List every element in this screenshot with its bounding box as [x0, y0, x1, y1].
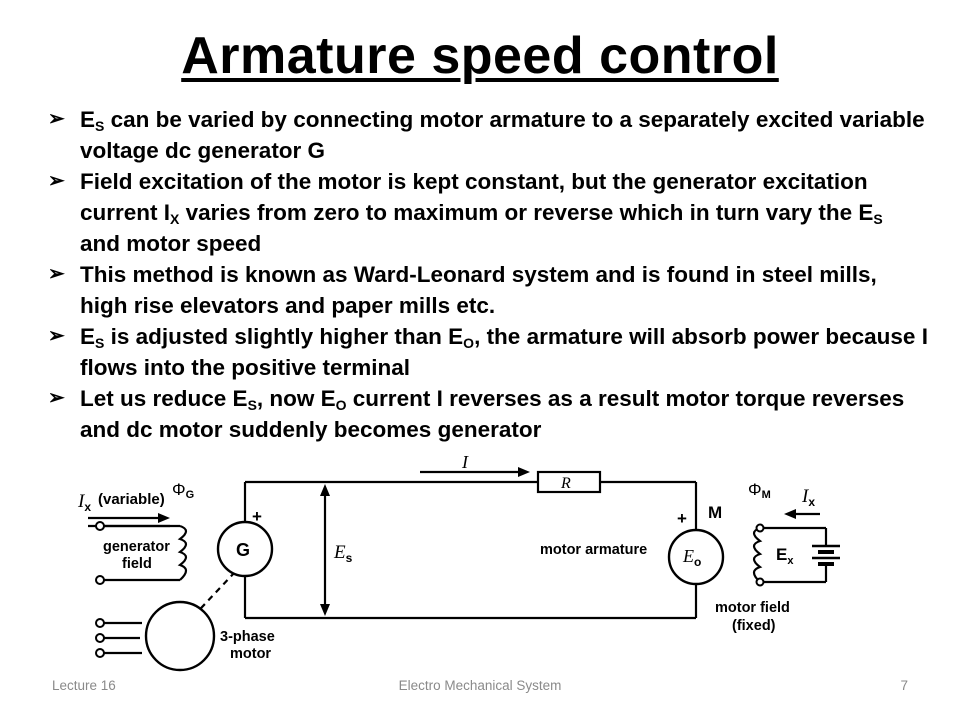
- bullet-subscript: S: [95, 335, 105, 351]
- motor-field-label: motor field: [715, 600, 790, 616]
- arrow-bullet-icon: ➢: [48, 170, 65, 192]
- bullet-text: This method is known as Ward-Leonard sys…: [80, 262, 877, 318]
- three-phase-motor-circle: [144, 600, 216, 672]
- footer-lecture: Lecture 16: [52, 678, 116, 693]
- eo-label: Eo: [682, 546, 701, 569]
- ex-label: Ex: [776, 545, 794, 567]
- motor-field-label-2: (fixed): [732, 618, 776, 634]
- terminal: [95, 648, 105, 658]
- bullet-item: ➢ Field excitation of the motor is kept c…: [48, 166, 928, 259]
- ix-label: Ix: [77, 491, 91, 514]
- arrow-bullet-icon: ➢: [48, 108, 65, 130]
- arrow-bullet-icon: ➢: [48, 263, 65, 285]
- ward-leonard-circuit-diagram: Ix (variable) ΦG generator field + G Es …: [77, 452, 840, 672]
- footer-course-title: Electro Mechanical System: [398, 678, 562, 693]
- bullet-subscript: S: [873, 211, 883, 227]
- bullet-text: E: [80, 107, 96, 132]
- bullet-text: current I reverses as a result motor tor…: [80, 386, 905, 442]
- bullet-item: ➢ ES can be varied by connecting motor ar…: [48, 104, 928, 166]
- bullet-text: Field excitation of the motor is kept co…: [80, 169, 868, 225]
- variable-label: (variable): [98, 491, 165, 508]
- bullet-item: ➢ Let us reduce ES, now EO current I reve…: [48, 383, 928, 445]
- motor-field-coil: [752, 526, 763, 583]
- bullet-subscript: O: [463, 335, 475, 351]
- m-label: M: [708, 503, 722, 522]
- resistor-label: R: [560, 475, 571, 492]
- generator-field-coil: [177, 524, 188, 581]
- resistor-r: [536, 470, 602, 494]
- generator-circle: [216, 520, 274, 578]
- generator-field-label: generator: [103, 539, 170, 555]
- bullet-subscript: O: [335, 397, 347, 413]
- bullet-text: E: [80, 324, 96, 349]
- motor-armature-label: motor armature: [540, 542, 647, 558]
- arrow-bullet-icon: ➢: [48, 325, 65, 347]
- ix-arrowhead: [158, 513, 170, 523]
- ix-motor-label: Ix: [801, 486, 815, 509]
- bullet-text: , now E: [256, 386, 336, 411]
- bullet-subscript: S: [247, 397, 257, 413]
- bullet-item: ➢ This method is known as Ward-Leonard sy…: [48, 259, 928, 321]
- bullet-subscript: X: [170, 211, 180, 227]
- bullet-list: ➢ES can be varied by connecting motor ar…: [48, 104, 928, 445]
- current-i-label: I: [461, 452, 469, 472]
- footer-page-number: 7: [900, 678, 908, 693]
- arrow-bullet-icon: ➢: [48, 387, 65, 409]
- battery-ex: [812, 544, 840, 566]
- generator-field-label-2: field: [122, 556, 152, 572]
- bullet-text: Let us reduce E: [80, 386, 248, 411]
- es-label: Es: [333, 542, 353, 565]
- terminal: [95, 633, 105, 643]
- motor-armature-circle: [667, 528, 725, 586]
- bullet-text: and motor speed: [80, 231, 262, 256]
- phi-m-label: ΦM: [748, 480, 771, 501]
- generator-letter: G: [236, 540, 250, 560]
- three-phase-motor-label: 3-phase: [220, 629, 275, 645]
- terminal: [95, 618, 105, 628]
- bullet-text: can be varied by connecting motor armatu…: [80, 107, 925, 163]
- phi-g-label: ΦG: [172, 480, 194, 501]
- terminal: [95, 521, 105, 531]
- bullet-text: , the armature will absorb power because…: [80, 324, 928, 380]
- bullet-subscript: S: [95, 118, 105, 134]
- bullet-text: varies from zero to maximum or reverse w…: [179, 200, 874, 225]
- bullet-item: ➢ ES is adjusted slightly higher than EO,…: [48, 321, 928, 383]
- generator-plus-sign: +: [252, 507, 262, 526]
- bullet-text: is adjusted slightly higher than E: [104, 324, 464, 349]
- motor-plus-sign: +: [677, 509, 687, 528]
- terminal: [95, 575, 105, 585]
- three-phase-motor-label-2: motor: [230, 646, 271, 662]
- slide-title: Armature speed control: [181, 27, 779, 85]
